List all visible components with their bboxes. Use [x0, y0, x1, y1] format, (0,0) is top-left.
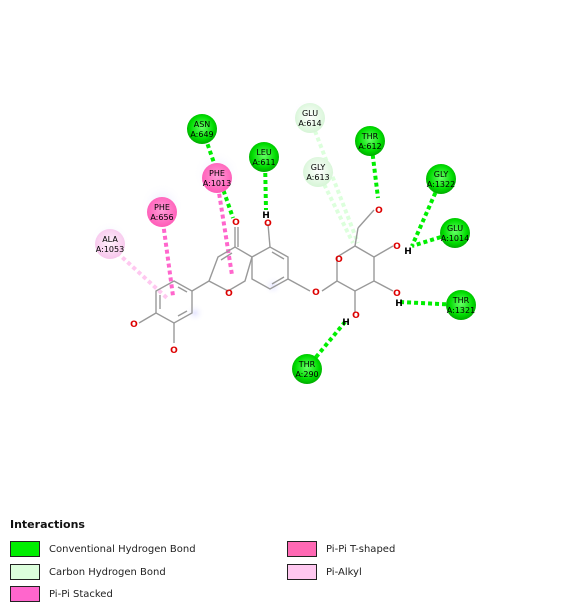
svg-text:H: H: [262, 211, 270, 221]
svg-text:O: O: [232, 218, 240, 228]
pi-stack-phe1013: [215, 179, 234, 276]
svg-text:GLY: GLY: [434, 170, 449, 179]
svg-text:LEU: LEU: [256, 148, 272, 157]
residue-ala1053[interactable]: ALA A:1053: [95, 229, 125, 259]
svg-text:A:614: A:614: [298, 119, 321, 128]
hbond-gly1322: [410, 179, 443, 247]
hbond-asn649: [201, 130, 235, 219]
ligand-structure: [138, 209, 394, 343]
legend-item-carbon-hbond: Carbon Hydrogen Bond: [10, 563, 166, 581]
chbond-gly613: [316, 171, 355, 244]
svg-text:PHE: PHE: [154, 203, 170, 212]
svg-text:O: O: [393, 242, 401, 252]
residue-asn649[interactable]: ASN A:649: [187, 114, 217, 144]
legend-label: Carbon Hydrogen Bond: [49, 566, 166, 578]
legend-label: Conventional Hydrogen Bond: [49, 543, 196, 555]
svg-text:GLY: GLY: [311, 163, 326, 172]
svg-text:H: H: [395, 299, 403, 309]
interaction-lines: [110, 117, 461, 370]
residue-phe1013[interactable]: PHE A:1013: [202, 163, 232, 193]
legend-swatch: [287, 564, 317, 580]
svg-text:A:1013: A:1013: [203, 179, 231, 188]
svg-text:O: O: [335, 255, 343, 265]
svg-text:ALA: ALA: [102, 235, 118, 244]
legend-swatch: [10, 564, 40, 580]
legend-item-pi-pi-stacked: Pi-Pi Stacked: [10, 585, 113, 603]
residue-phe656[interactable]: PHE A:656: [147, 197, 177, 227]
residue-gly1322[interactable]: GLY A:1322: [426, 164, 456, 194]
interaction-diagram: O O O O O O O O O O O H H H H ASN A:649 …: [90, 99, 476, 384]
pi-alkyl-ala1053: [110, 246, 169, 300]
residue-thr290[interactable]: THR A:290: [292, 354, 322, 384]
residue-leu611[interactable]: LEU A:611: [249, 142, 279, 172]
svg-text:O: O: [225, 289, 233, 299]
svg-text:H: H: [342, 318, 350, 328]
svg-text:O: O: [375, 206, 383, 216]
residue-glu614[interactable]: GLU A:614: [295, 103, 325, 133]
residue-thr612[interactable]: THR A:612: [355, 126, 385, 156]
legend-label: Pi-Pi Stacked: [49, 588, 113, 600]
legend-label: Pi-Alkyl: [326, 566, 362, 578]
svg-text:ASN: ASN: [194, 120, 211, 129]
legend-item-conventional-hbond: Conventional Hydrogen Bond: [10, 540, 196, 558]
svg-text:O: O: [130, 320, 138, 330]
svg-text:O: O: [393, 289, 401, 299]
svg-text:A:1014: A:1014: [441, 234, 469, 243]
residue-gly613[interactable]: GLY A:613: [303, 157, 333, 187]
svg-text:O: O: [264, 219, 272, 229]
svg-text:THR: THR: [452, 296, 470, 305]
svg-text:A:611: A:611: [252, 158, 275, 167]
svg-text:A:290: A:290: [295, 370, 318, 379]
legend-swatch: [10, 586, 40, 602]
svg-text:PHE: PHE: [209, 169, 225, 178]
atom-labels: O O O O O O O O O O O H H H H: [130, 206, 412, 356]
svg-text:A:1322: A:1322: [427, 180, 455, 189]
svg-text:A:612: A:612: [358, 142, 381, 151]
svg-text:THR: THR: [298, 360, 316, 369]
svg-text:H: H: [404, 247, 412, 257]
legend-label: Pi-Pi T-shaped: [326, 543, 396, 555]
svg-text:O: O: [352, 311, 360, 321]
svg-text:GLU: GLU: [302, 109, 318, 118]
svg-text:A:1321: A:1321: [447, 306, 475, 315]
legend-item-pi-alkyl: Pi-Alkyl: [287, 563, 362, 581]
svg-text:A:1053: A:1053: [96, 245, 124, 254]
svg-text:O: O: [170, 346, 178, 356]
legend-title: Interactions: [10, 518, 85, 531]
svg-text:THR: THR: [361, 132, 379, 141]
svg-text:A:656: A:656: [150, 213, 173, 222]
interactions-legend: Interactions Conventional Hydrogen Bond …: [0, 512, 566, 614]
legend-swatch: [287, 541, 317, 557]
svg-text:A:613: A:613: [306, 173, 329, 182]
svg-text:A:649: A:649: [190, 130, 213, 139]
legend-swatch: [10, 541, 40, 557]
residue-thr1321[interactable]: THR A:1321: [446, 290, 476, 320]
svg-text:O: O: [312, 288, 320, 298]
chbond-glu614: [308, 117, 360, 244]
svg-text:GLU: GLU: [447, 224, 463, 233]
legend-item-pi-pi-tshaped: Pi-Pi T-shaped: [287, 540, 395, 558]
residue-glu1014[interactable]: GLU A:1014: [440, 218, 470, 248]
